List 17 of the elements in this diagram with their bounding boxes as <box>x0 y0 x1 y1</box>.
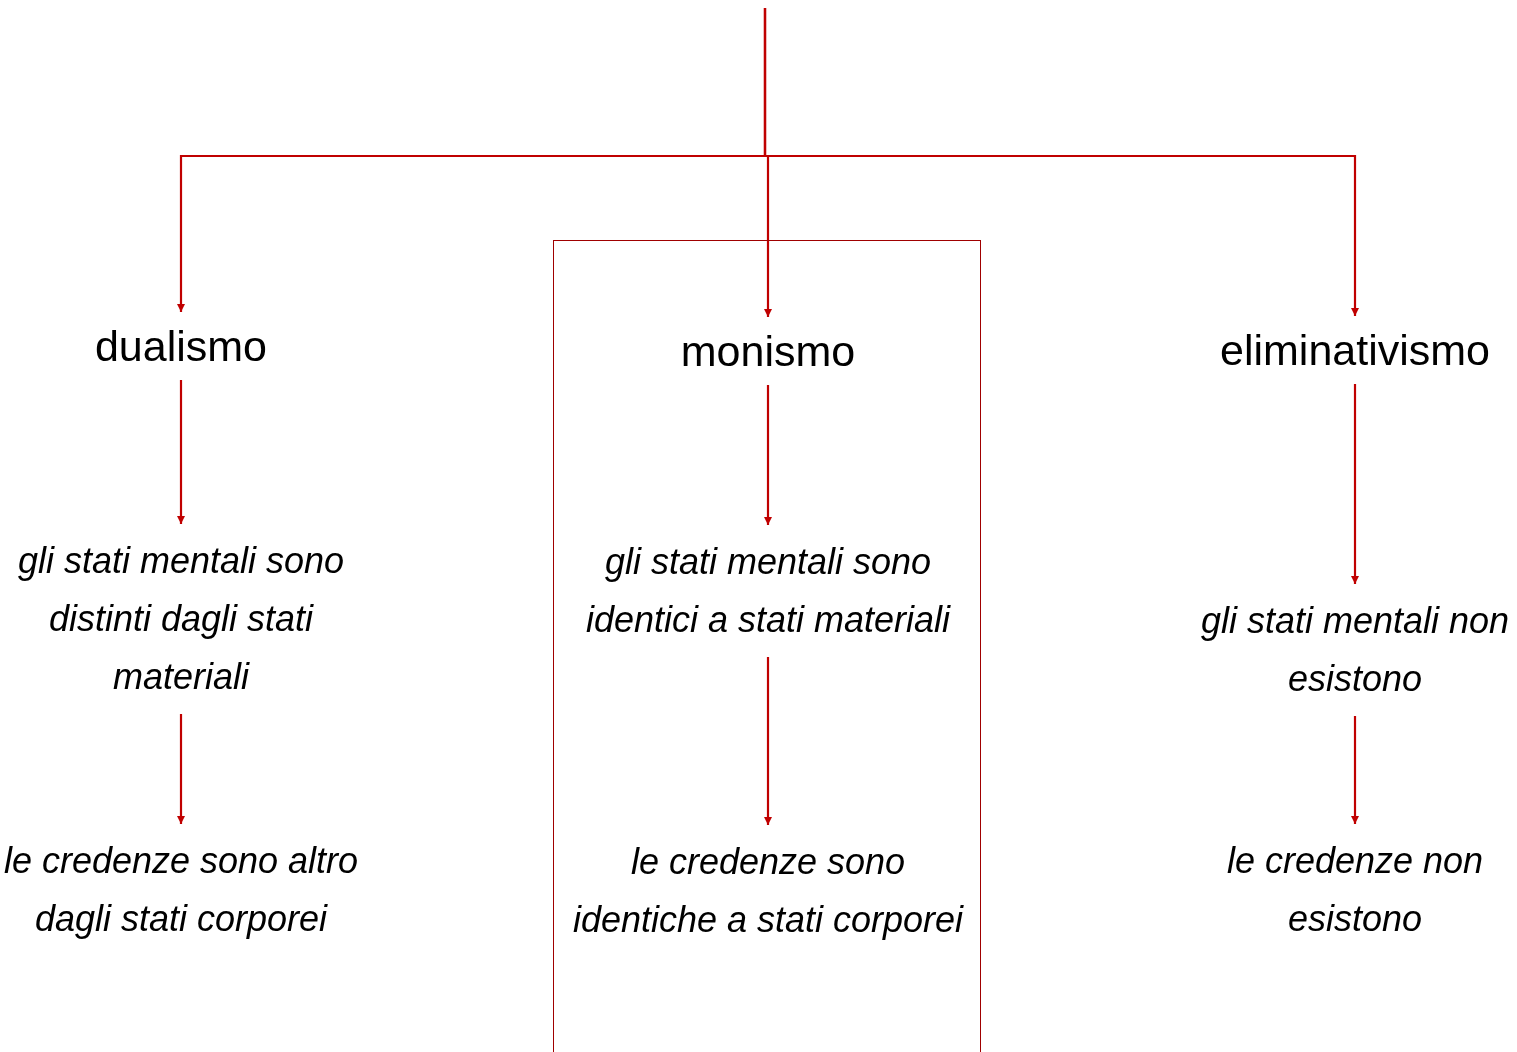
frame-box <box>553 240 981 1052</box>
arrow <box>177 714 185 824</box>
arrow <box>1351 716 1359 824</box>
statement-text: gli stati mentali sono distinti dagli stati materiali <box>1 524 361 714</box>
statement-text: gli stati mentali sono identici a stati materiali <box>568 525 968 657</box>
statement-text: le credenze non esistono <box>1190 824 1517 956</box>
arrow <box>763 8 1359 316</box>
arrow <box>764 657 772 825</box>
category-label: dualismo <box>1 312 361 380</box>
arrow <box>764 385 772 525</box>
statement-text: le credenze sono identiche a stati corporei <box>568 825 968 957</box>
category-label: eliminativismo <box>1190 316 1517 384</box>
statement-text: gli stati mentali non esistono <box>1190 584 1517 716</box>
statement-text: le credenze sono altro dagli stati corporei <box>1 824 361 956</box>
category-label: monismo <box>568 317 968 385</box>
arrow <box>1351 384 1359 584</box>
arrow <box>177 380 185 524</box>
